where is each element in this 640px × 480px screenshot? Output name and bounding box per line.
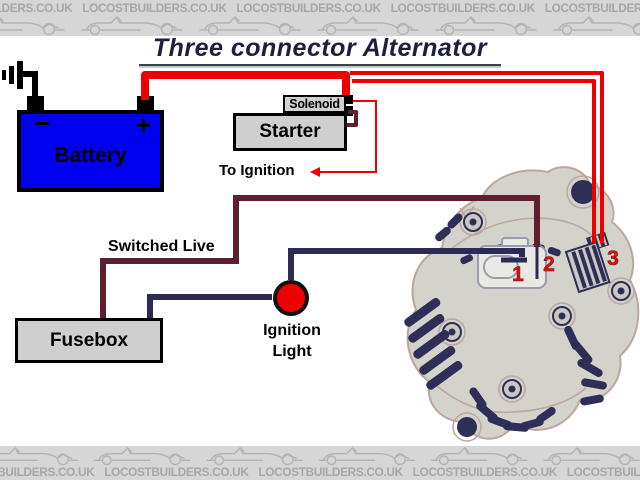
battery-label: Battery	[54, 144, 127, 167]
ignition-lamp	[273, 280, 309, 316]
watermark-text: LOCOSTBUILDERS.CO.UK	[82, 1, 227, 15]
watermark-text: LOCOSTBUILDERS.CO.UK	[390, 1, 536, 15]
solenoid-box: Solenoid	[283, 95, 346, 113]
watermark-text: LOCOSTBUILDERS.CO.UK	[236, 1, 381, 15]
terminal-2-label: 2	[543, 253, 555, 276]
watermark-text: LOCOSTBUILDERS.CO.UK	[566, 465, 640, 479]
switched-live-wire	[100, 195, 540, 320]
watermark-text: LOCOSTBUILDERS.CO.UK	[104, 465, 249, 479]
live-wire-battery-to-solenoid	[141, 71, 350, 100]
ignition-light-label-line1: Ignition	[263, 322, 321, 339]
alternator-illustration	[404, 166, 640, 442]
battery-negative-post	[27, 96, 44, 111]
ignition-feed-arrowhead	[310, 167, 320, 177]
lamp-wire-lamp-to-terminal-1	[288, 248, 525, 280]
solenoid-terminal-side	[342, 106, 353, 116]
starter-box: Starter	[233, 113, 347, 151]
diagram-title-wrap: Three connector Alternator	[0, 34, 640, 66]
solenoid-terminal-top	[342, 95, 353, 104]
battery-box: − + Battery	[17, 108, 164, 192]
terminal-1-label: 1	[512, 263, 524, 286]
ignition-feed-wire	[318, 100, 377, 173]
alternator-b-plus-terminal	[564, 231, 611, 294]
fusebox-box: Fusebox	[15, 318, 163, 363]
battery-minus-sign: −	[34, 108, 51, 139]
switched-live-label: Switched Live	[108, 238, 215, 255]
watermark-banner-bottom: LOCOSTBUILDERS.CO.UK LOCOSTBUILDERS.CO.U…	[0, 446, 640, 480]
starter-label: Starter	[259, 121, 321, 142]
alternator-bolt-centers	[448, 218, 625, 393]
watermark-text-row: LOCOSTBUILDERS.CO.UK LOCOSTBUILDERS.CO.U…	[0, 1, 640, 15]
watermark-banner-top: LOCOSTBUILDERS.CO.UK LOCOSTBUILDERS.CO.U…	[0, 0, 640, 36]
watermark-text: LOCOSTBUILDERS.CO.UK	[412, 465, 558, 479]
charge-wire-inner	[352, 79, 596, 243]
starter-cable	[346, 110, 358, 127]
battery-plus-sign: +	[135, 110, 151, 140]
alternator-mount-hole-bottom	[457, 417, 477, 437]
to-ignition-label: To Ignition	[219, 162, 295, 179]
watermark-text: LOCOSTBUILDERS.CO.UK	[544, 1, 640, 15]
ignition-light-label: Ignition Light	[237, 320, 347, 362]
watermark-text-row: LOCOSTBUILDERS.CO.UK LOCOSTBUILDERS.CO.U…	[0, 465, 640, 479]
charge-wire-outer	[350, 71, 604, 243]
fusebox-label: Fusebox	[49, 329, 129, 351]
solenoid-label: Solenoid	[289, 97, 340, 111]
ignition-light-label-line2: Light	[272, 343, 312, 360]
watermark-text: LOCOSTBUILDERS.CO.UK	[0, 465, 95, 479]
diagram-title: Three connector Alternator	[138, 34, 502, 66]
earth-symbol	[2, 61, 23, 89]
earth-wire	[21, 71, 38, 100]
watermark-text: LOCOSTBUILDERS.CO.UK	[0, 1, 73, 15]
watermark-text: LOCOSTBUILDERS.CO.UK	[258, 465, 403, 479]
terminal-3-label: 3	[607, 247, 619, 270]
lamp-wire-fusebox-to-lamp	[147, 294, 272, 320]
alternator-mount-hole-top	[571, 180, 595, 204]
